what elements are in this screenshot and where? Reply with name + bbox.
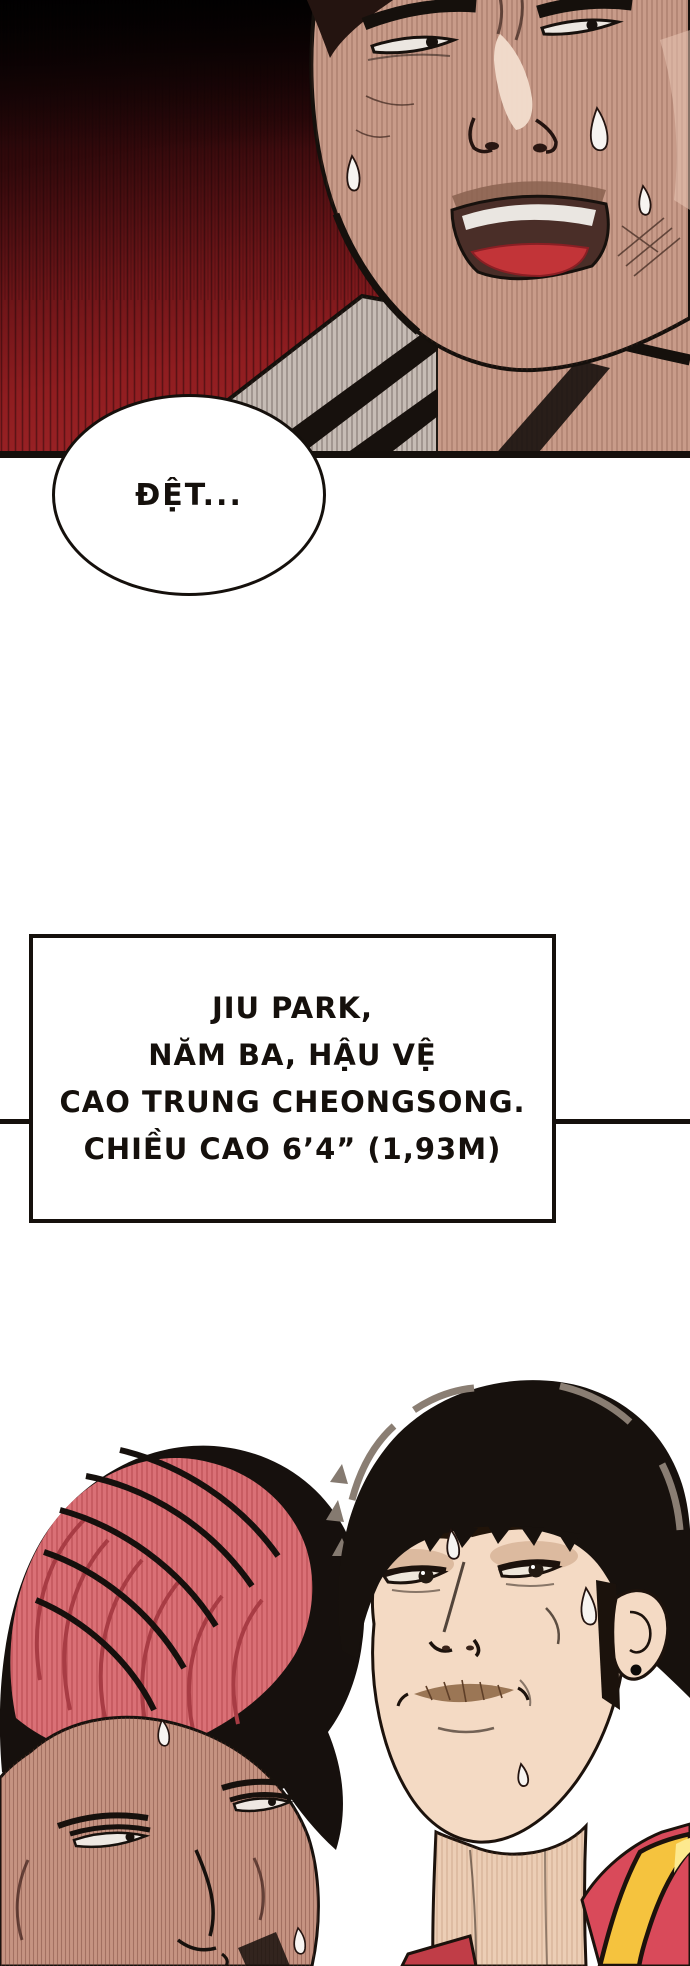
jersey-red-left: [400, 1934, 478, 1966]
open-mouth: [450, 181, 610, 281]
nose: [428, 1561, 481, 1658]
right-eyebrow: [221, 1778, 287, 1791]
left-eyebrow: [361, 0, 477, 31]
jersey-player-head: [326, 1380, 690, 1966]
right-eye: [540, 18, 624, 36]
messy-dark-hair: [326, 1380, 690, 1698]
narration-line: NĂM BA, HẬU VỆ: [148, 1037, 437, 1072]
red-pompadour-hair: [10, 1447, 313, 1757]
tongue: [470, 242, 590, 278]
left-eye: [381, 1565, 449, 1593]
mouth-shadow: [238, 1932, 290, 1966]
sweat-drops: [346, 106, 652, 216]
narration-line: CAO TRUNG CHEONGSONG.: [59, 1084, 526, 1119]
nose: [176, 1849, 229, 1966]
narration-line: JIU PARK,: [211, 990, 374, 1025]
neck: [431, 1822, 588, 1966]
collar-highlight: [674, 1838, 690, 1873]
speech-bubble: ĐỆT...: [52, 394, 326, 596]
cheek-highlight: [660, 30, 690, 210]
teeth: [462, 204, 596, 230]
frown-mouth: [396, 1679, 530, 1707]
jersey: [400, 1822, 690, 1966]
left-eye: [367, 35, 460, 61]
left-eyebrow: [56, 1812, 149, 1829]
collar-yellow-band: [597, 1831, 690, 1966]
ear: [611, 1588, 670, 1681]
right-eye: [229, 1792, 294, 1813]
left-eye: [69, 1824, 151, 1849]
cheek-hatching: [355, 95, 681, 277]
speech-bubble-text: ĐỆT...: [135, 477, 243, 513]
sweat-drops: [446, 1528, 598, 1787]
right-eye: [497, 1559, 563, 1587]
nose: [468, 34, 558, 154]
chin-crease: [437, 1726, 495, 1734]
panel-border-bottom: [0, 451, 690, 458]
panel-bottom-artwork: [0, 1380, 690, 1966]
hair-bangs: [420, 1526, 580, 1552]
narration-line: CHIỀU CAO 6’4” (1,93M): [83, 1131, 502, 1166]
earring: [630, 1664, 642, 1676]
narration-box: JIU PARK, NĂM BA, HẬU VỆ CAO TRUNG CHEON…: [29, 934, 556, 1223]
player-face: [306, 0, 690, 373]
jaw-line: [332, 212, 421, 335]
sweat-drops: [157, 1718, 307, 1955]
redhair-player-face: [0, 1715, 320, 1966]
redhair-player-head: [0, 1445, 365, 1966]
right-eyebrow: [536, 0, 633, 19]
jersey-player-face: [370, 1517, 628, 1844]
panel-top-artwork: [0, 0, 690, 458]
